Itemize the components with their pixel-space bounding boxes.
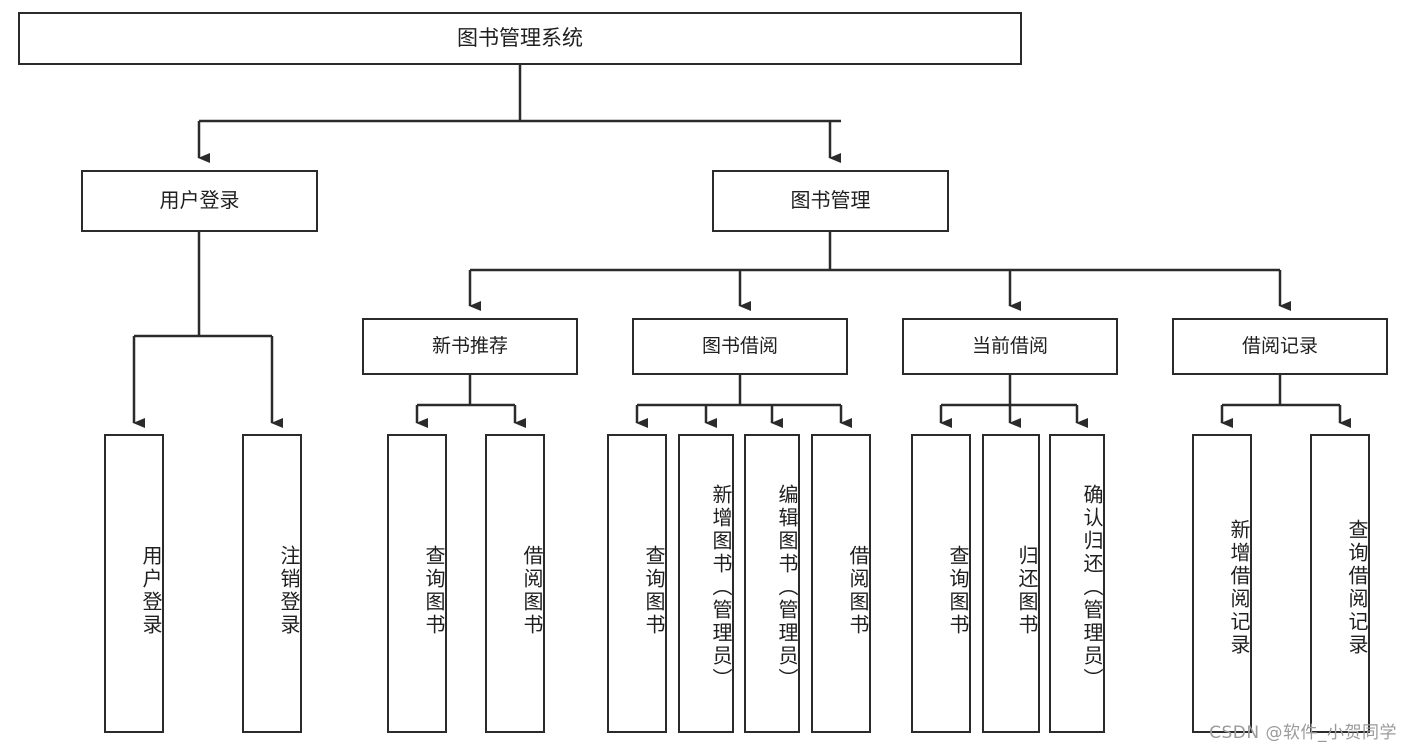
node-label: 新书推荐: [431, 335, 508, 358]
node-label: 查询图书: [946, 544, 970, 637]
node-label: 用户登录: [139, 544, 163, 637]
node-label: 查询借阅记录: [1345, 518, 1369, 657]
node-label: 查询图书: [422, 544, 446, 637]
node-user-login[interactable]: 用户登录: [81, 170, 318, 232]
node-root-system[interactable]: 图书管理系统: [18, 12, 1022, 65]
node-label: 查询图书: [642, 544, 666, 637]
node-new-book-recommend[interactable]: 新书推荐: [362, 318, 578, 375]
node-label: 编辑图书（管理员）: [775, 484, 799, 691]
node-current-borrow[interactable]: 当前借阅: [902, 318, 1118, 375]
node-label: 图书管理: [790, 188, 871, 213]
node-label: 图书借阅: [701, 335, 778, 358]
node-label: 注销登录: [277, 544, 301, 637]
leaf-record-query-record[interactable]: 查询借阅记录: [1310, 434, 1370, 733]
leaf-current-return-book[interactable]: 归还图书: [982, 434, 1040, 733]
leaf-borrow-borrow-book[interactable]: 借阅图书: [811, 434, 871, 733]
node-label: 借阅图书: [520, 544, 544, 637]
node-label: 图书管理系统: [457, 26, 583, 51]
leaf-current-query-book[interactable]: 查询图书: [911, 434, 971, 733]
node-book-borrow[interactable]: 图书借阅: [632, 318, 848, 375]
leaf-user-login-login[interactable]: 用户登录: [104, 434, 164, 733]
node-label: 借阅记录: [1241, 335, 1318, 358]
node-label: 确认归还（管理员）: [1080, 484, 1104, 691]
node-label: 新增图书（管理员）: [709, 484, 733, 691]
leaf-borrow-edit-book-admin[interactable]: 编辑图书（管理员）: [744, 434, 800, 733]
node-book-management[interactable]: 图书管理: [712, 170, 949, 232]
leaf-record-add-record[interactable]: 新增借阅记录: [1192, 434, 1252, 733]
node-label: 新增借阅记录: [1227, 518, 1251, 657]
leaf-current-confirm-return-admin[interactable]: 确认归还（管理员）: [1049, 434, 1105, 733]
leaf-user-login-logout[interactable]: 注销登录: [242, 434, 302, 733]
leaf-recommend-query-book[interactable]: 查询图书: [387, 434, 447, 733]
leaf-borrow-query-book[interactable]: 查询图书: [607, 434, 667, 733]
node-label: 借阅图书: [846, 544, 870, 637]
node-label: 用户登录: [159, 188, 240, 213]
watermark-text: CSDN @软件_小贺同学: [1209, 723, 1397, 743]
node-label: 归还图书: [1015, 544, 1039, 637]
leaf-borrow-add-book-admin[interactable]: 新增图书（管理员）: [678, 434, 734, 733]
node-label: 当前借阅: [971, 335, 1048, 358]
node-borrow-record[interactable]: 借阅记录: [1172, 318, 1388, 375]
leaf-recommend-borrow-book[interactable]: 借阅图书: [485, 434, 545, 733]
